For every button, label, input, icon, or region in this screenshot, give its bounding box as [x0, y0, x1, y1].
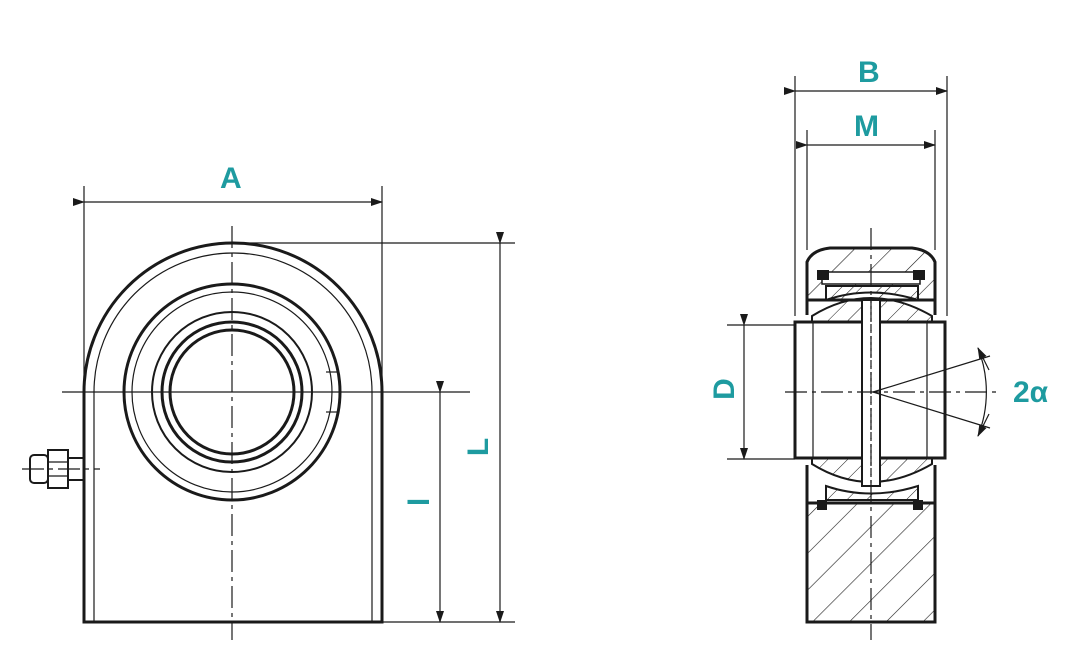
dim-label-m: M: [854, 110, 879, 143]
tilt-line-lower: [872, 391, 991, 429]
outer-ring-section-bottom: [825, 484, 919, 501]
outer-ring-section-top: [825, 285, 919, 302]
front-view: [22, 186, 515, 640]
dim-label-a: A: [220, 162, 242, 195]
rod-end-body-inner-outline: [93, 252, 373, 622]
side-view: [727, 76, 1000, 640]
dim-label-l: L: [462, 437, 496, 457]
dim-label-l-small: l: [403, 497, 437, 507]
dim-label-alpha: 2α: [1013, 376, 1049, 409]
tilt-line-upper: [872, 355, 991, 393]
dim-label-b: B: [858, 56, 880, 89]
dim-label-d: D: [707, 378, 741, 400]
